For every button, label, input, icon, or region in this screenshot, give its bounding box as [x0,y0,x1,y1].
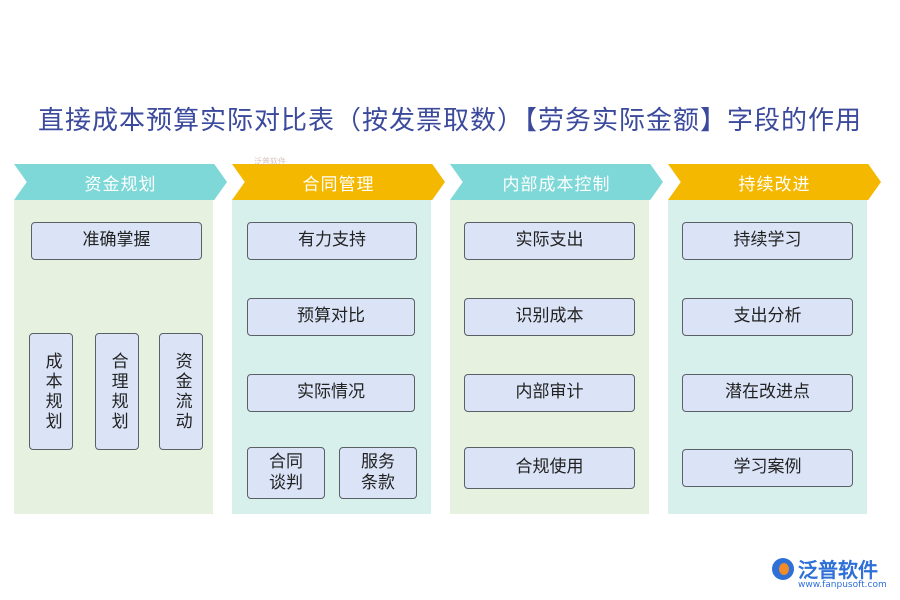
node-box-vertical: 资金流动 [159,333,203,450]
node-box: 支出分析 [682,298,853,336]
brand-logo: 泛普软件 www.fanpusoft.com [772,554,892,594]
node-box: 持续学习 [682,222,853,260]
node-box: 准确掌握 [31,222,202,260]
node-box: 实际情况 [247,374,415,412]
column-header-1: 资金规划 [14,164,227,200]
column-header-3: 内部成本控制 [450,164,663,200]
node-box: 合规使用 [464,447,635,489]
node-box: 潜在改进点 [682,374,853,412]
node-box: 预算对比 [247,298,415,336]
page-title: 直接成本预算实际对比表（按发票取数）【劳务实际金额】字段的作用 [37,106,862,136]
node-box-vertical: 合理规划 [95,333,139,450]
node-box: 学习案例 [682,449,853,487]
node-box: 有力支持 [247,222,417,260]
logo-url: www.fanpusoft.com [798,580,887,590]
node-box-small: 服务条款 [339,447,417,499]
node-box-small: 合同谈判 [247,447,325,499]
watermark: 泛普软件 [254,157,286,166]
node-box: 实际支出 [464,222,635,260]
fanpu-logo-icon [772,558,794,580]
column-header-2: 合同管理 [232,164,445,200]
logo-name: 泛普软件 [798,558,878,582]
node-box-vertical: 成本规划 [29,333,73,450]
node-box: 识别成本 [464,298,635,336]
column-header-4: 持续改进 [668,164,881,200]
node-box: 内部审计 [464,374,635,412]
